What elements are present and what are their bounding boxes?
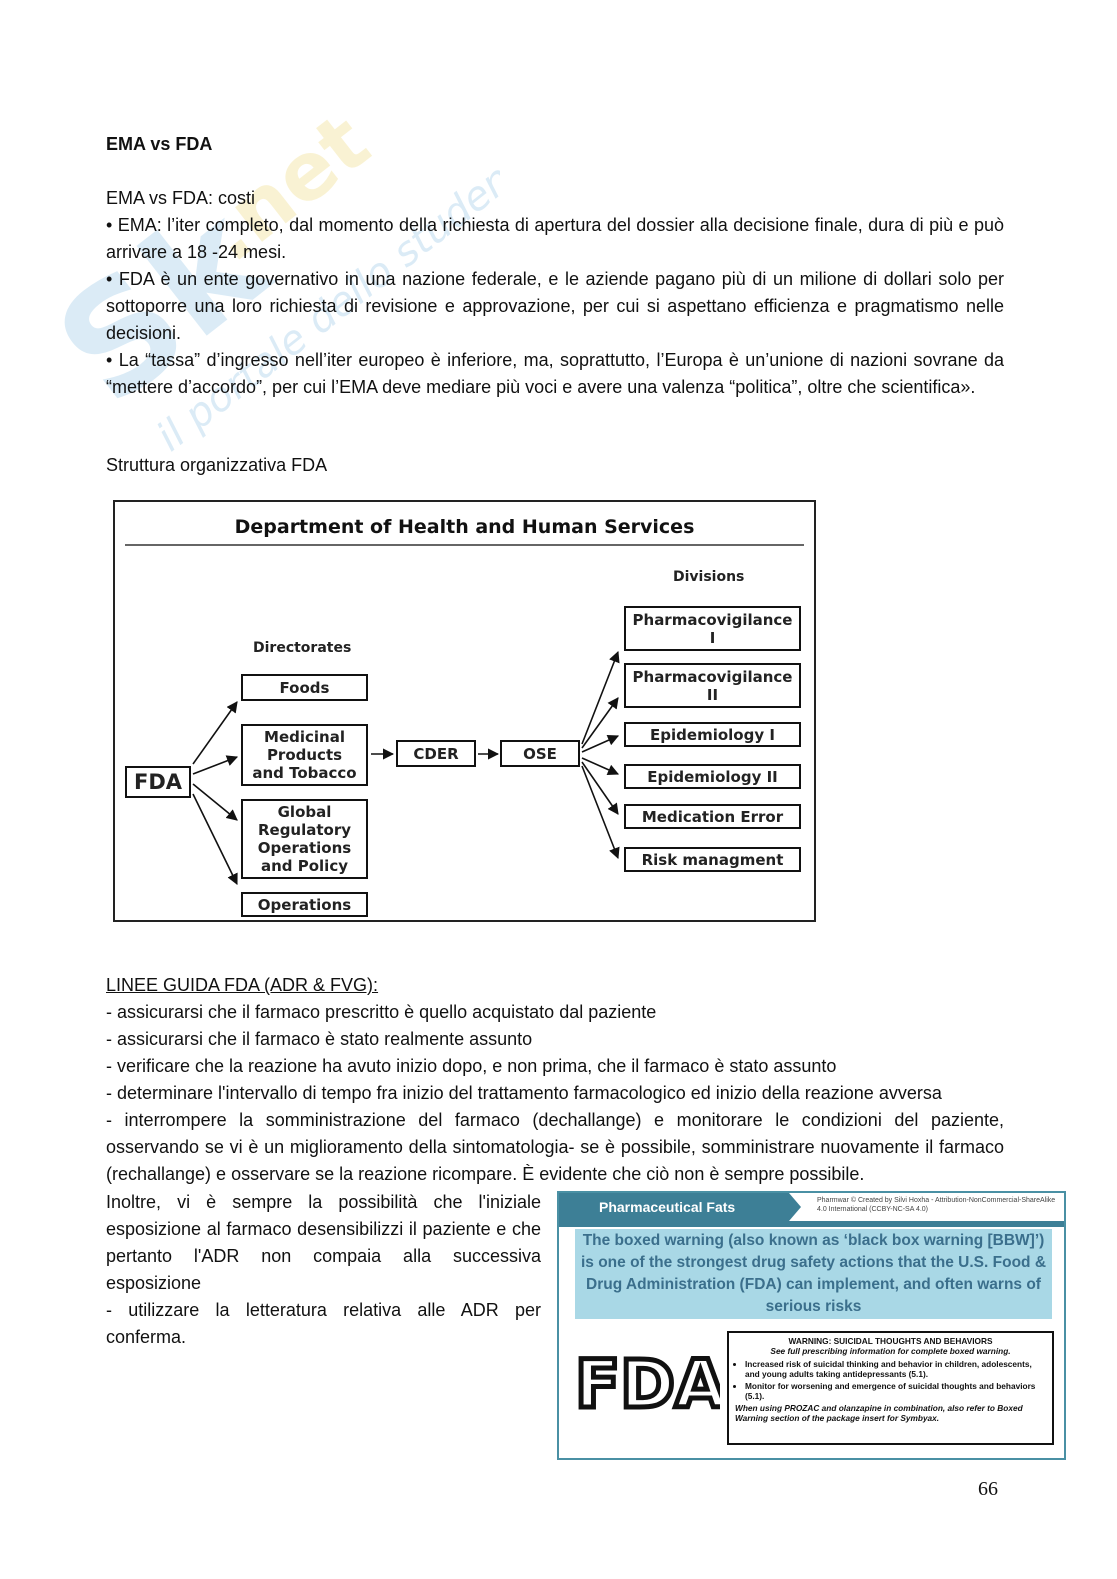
guideline-item: - interrompere la somministrazione del f… <box>106 1110 1004 1184</box>
guidelines-section: LINEE GUIDA FDA (ADR & FVG): - assicurar… <box>106 972 1004 1188</box>
division-medication-error: Medication Error <box>624 804 801 829</box>
division-risk-management: Risk managment <box>624 847 801 872</box>
directorate-medicinal-products: Medicinal Products and Tobacco <box>241 724 368 786</box>
division-epidemiology-1: Epidemiology I <box>624 722 801 747</box>
svg-text:FDA: FDA <box>575 1353 720 1413</box>
org-chart: Department of Health and Human Services <box>113 500 816 922</box>
divisions-label: Divisions <box>673 569 745 585</box>
ose-box: OSE <box>500 740 580 767</box>
guideline-item: Inoltre, vi è sempre la possibilità che … <box>106 1192 541 1293</box>
warning-item: Monitor for worsening and emergence of s… <box>745 1381 1046 1401</box>
warning-footnote: When using PROZAC and olanzapine in comb… <box>735 1403 1023 1423</box>
watermark-logo: Sk .net il portale dello studente <box>27 95 500 460</box>
org-chart-caption: Struttura organizzativa FDA <box>106 455 328 475</box>
pharma-strip <box>559 1221 1064 1227</box>
guidelines-title: LINEE GUIDA FDA (ADR & FVG): <box>106 975 379 995</box>
division-pharmacovigilance-2: Pharmacovigilance II <box>624 663 801 708</box>
division-pharmacovigilance-1: Pharmacovigilance I <box>624 606 801 651</box>
guideline-item: - assicurarsi che il farmaco prescritto … <box>106 1002 657 1022</box>
bullet-ema: • EMA: l’iter completo, dal momento dell… <box>106 215 1004 262</box>
org-chart-rule <box>125 544 804 546</box>
warning-item: Increased risk of suicidal thinking and … <box>745 1359 1046 1379</box>
directorate-foods: Foods <box>241 674 368 701</box>
guideline-item: - verificare che la reazione ha avuto in… <box>106 1056 837 1076</box>
division-epidemiology-2: Epidemiology II <box>624 764 801 789</box>
directorates-label: Directorates <box>253 640 352 656</box>
section-subtitle: EMA vs FDA: costi <box>106 188 256 208</box>
pharma-credit: Pharmwar © Created by Silvi Hoxha - Attr… <box>817 1197 1056 1213</box>
fda-box: FDA <box>125 766 191 798</box>
pharma-header: Pharmaceutical Fats <box>559 1193 789 1221</box>
pharma-quote: The boxed warning (also known as ‘black … <box>575 1229 1052 1319</box>
fda-logo: FDA <box>575 1353 720 1413</box>
cder-box: CDER <box>396 740 476 767</box>
warning-title: WARNING: SUICIDAL THOUGHTS AND BEHAVIORS <box>788 1336 993 1346</box>
page-number: 66 <box>978 1478 998 1500</box>
costs-section: EMA vs FDA: costi • EMA: l’iter completo… <box>106 185 1004 401</box>
page-title: EMA vs FDA <box>106 134 213 154</box>
guideline-item: - determinare l'intervallo di tempo fra … <box>106 1083 942 1103</box>
directorate-global-regulatory: Global Regulatory Operations and Policy <box>241 799 368 879</box>
warning-subtitle: See full prescribing information for com… <box>770 1346 1011 1356</box>
bullet-tassa: • La “tassa” d’ingresso nell’iter europe… <box>106 350 1004 397</box>
org-chart-arrows <box>192 650 620 886</box>
bullet-fda: • FDA è un ente governativo in una nazio… <box>106 269 1004 343</box>
boxed-warning: WARNING: SUICIDAL THOUGHTS AND BEHAVIORS… <box>727 1331 1054 1445</box>
org-chart-title: Department of Health and Human Services <box>234 516 695 538</box>
guidelines-continued: Inoltre, vi è sempre la possibilità che … <box>106 1189 541 1351</box>
directorate-operations: Operations <box>241 892 368 917</box>
warning-list: Increased risk of suicidal thinking and … <box>735 1359 1046 1401</box>
guideline-item: - utilizzare la letteratura relativa all… <box>106 1300 541 1347</box>
pharma-header-arrow <box>789 1193 801 1221</box>
guideline-item: - assicurarsi che il farmaco è stato rea… <box>106 1029 533 1049</box>
pharma-facts-infographic: Pharmaceutical Fats Pharmwar © Created b… <box>557 1191 1066 1460</box>
